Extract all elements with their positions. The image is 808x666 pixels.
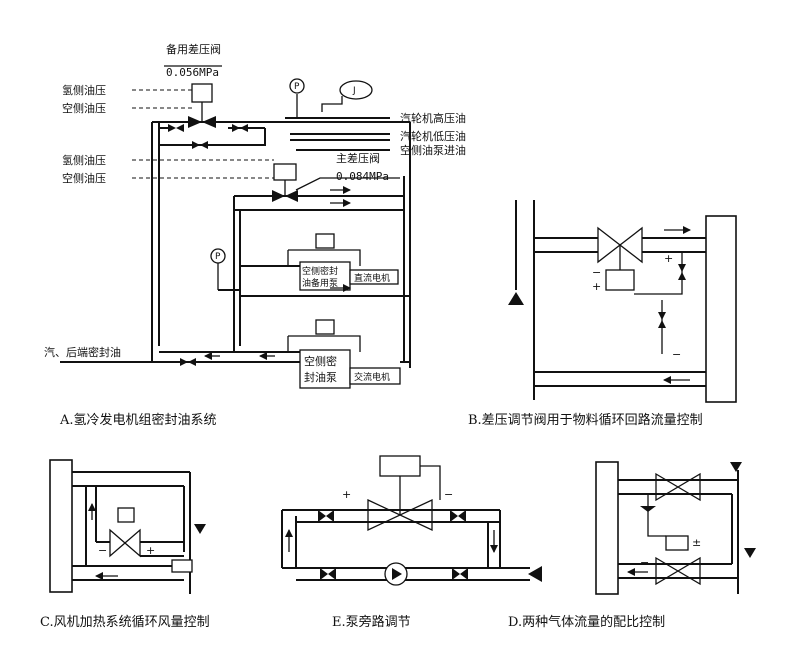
- h2-oil-pressure-label-1: 氢侧油压: [62, 83, 106, 97]
- d-minus-sign: −: [640, 556, 649, 569]
- diagram-c-fan-heating: − + C.风机加热系统循环风量控制: [40, 459, 210, 630]
- backup-pump-label-2: 油备用泵: [302, 277, 338, 289]
- air-pump-inlet-label: 空侧油泵进油: [400, 143, 466, 157]
- c-plus-sign: +: [146, 544, 155, 557]
- air-oil-pressure-label-1: 空侧油压: [62, 101, 106, 115]
- diagram-a-labels: 备用差压阀 0.056MPa 氢侧油压 空侧油压 氢侧油压 空侧油压 汽轮机高压…: [44, 42, 466, 428]
- caption-e: E.泵旁路调节: [332, 614, 411, 630]
- backup-valve-label: 备用差压阀: [166, 42, 221, 56]
- vessel-d: [595, 461, 619, 595]
- diagram-e-pump-bypass: + − E.泵旁路调节: [281, 455, 542, 630]
- main-pressure-label: 0.084MPa: [336, 170, 389, 183]
- dc-motor-label: 直流电机: [354, 272, 390, 284]
- b-plus-sign: +: [592, 280, 601, 293]
- caption-a: A.氢冷发电机组密封油系统: [59, 412, 217, 428]
- diagram-b-material-loop: − + + − B.差压调节阀用于物料循环回路流量控制: [468, 200, 737, 428]
- b-minus-sign: −: [592, 266, 601, 279]
- e-plus-sign: +: [342, 488, 351, 501]
- d-plusminus-sign: ±: [692, 536, 701, 549]
- backup-pump-box: [299, 261, 351, 291]
- e-minus-sign: −: [444, 488, 453, 501]
- diff-valve-c: [109, 528, 141, 558]
- vessel-c: [49, 459, 73, 593]
- gauge-j-label: J: [352, 86, 356, 96]
- seal-oil-label: 汽、后端密封油: [44, 345, 121, 359]
- c-minus-sign: −: [98, 544, 107, 557]
- inflow-arrow-e: [528, 566, 542, 582]
- diagram-d-gas-ratio: ± − D.两种气体流量的配比控制: [508, 461, 756, 630]
- h2-oil-pressure-label-2: 氢侧油压: [62, 153, 106, 167]
- caption-b: B.差压调节阀用于物料循环回路流量控制: [468, 412, 703, 428]
- ac-motor-box: [349, 367, 401, 385]
- air-oil-pressure-label-2: 空侧油压: [62, 171, 106, 185]
- caption-c: C.风机加热系统循环风量控制: [40, 615, 210, 630]
- caption-d: D.两种气体流量的配比控制: [508, 614, 665, 630]
- turbine-lp-oil-label: 汽轮机低压油: [400, 129, 466, 143]
- dc-motor-box: [349, 269, 399, 285]
- backup-pump-label-1: 空侧密封: [302, 265, 338, 277]
- b-plus-sign-2: +: [664, 252, 673, 265]
- gauge-p1-label: P: [294, 82, 300, 92]
- top-valve-d: [655, 472, 701, 502]
- turbine-hp-oil-label: 汽轮机高压油: [400, 111, 466, 125]
- valve-e-actuator: [379, 455, 421, 477]
- main-valve-actuator: [273, 163, 297, 181]
- vessel-b: [705, 215, 737, 403]
- backup-valve-actuator: [191, 83, 213, 103]
- diff-valve-b: [597, 226, 643, 264]
- gauge-p2-label: P: [215, 252, 221, 262]
- diff-valve-d: [655, 556, 701, 586]
- main-pump-label-2: 封油泵: [304, 370, 337, 384]
- main-valve-label: 主差压阀: [336, 151, 380, 165]
- ac-motor-label: 交流电机: [354, 371, 390, 383]
- backup-pressure-label: 0.056MPa: [166, 66, 219, 79]
- b-minus-sign-2: −: [672, 348, 681, 361]
- diagram-a-seal-oil-system: [60, 65, 411, 389]
- diff-valve-e: [367, 498, 433, 532]
- inflow-arrow-b: [508, 292, 524, 305]
- main-pump-label-1: 空侧密: [304, 354, 337, 368]
